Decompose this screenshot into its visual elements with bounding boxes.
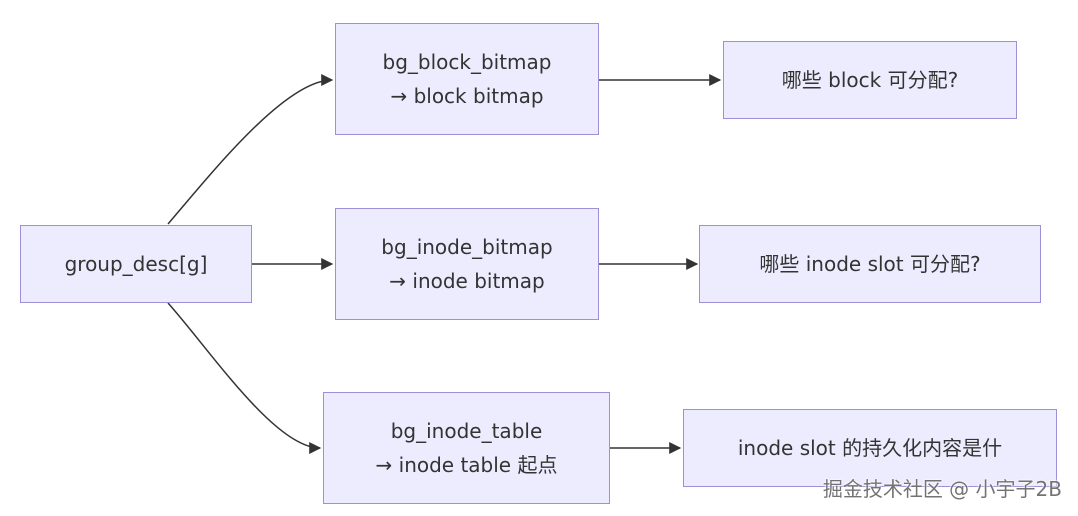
node-question-block-label: 哪些 block 可分配?: [781, 68, 959, 92]
node-inode-bitmap-line1: bg_inode_bitmap: [381, 235, 553, 259]
node-inode-table: bg_inode_table → inode table 起点: [323, 392, 610, 504]
node-question-persist: inode slot 的持久化内容是什: [683, 409, 1057, 487]
node-question-inode-slot-label: 哪些 inode slot 可分配?: [759, 252, 981, 276]
node-question-block: 哪些 block 可分配?: [723, 41, 1017, 119]
watermark: 掘金技术社区 @ 小宇子2B: [822, 477, 1062, 501]
node-inode-table-line1: bg_inode_table: [390, 419, 543, 443]
node-block-bitmap-line2: → block bitmap: [390, 84, 544, 108]
node-block-bitmap-line1: bg_block_bitmap: [382, 50, 552, 74]
node-inode-table-line2: → inode table 起点: [375, 453, 558, 477]
edge-group-to-inode-table: [167, 302, 322, 454]
node-block-bitmap: bg_block_bitmap → block bitmap: [335, 23, 599, 135]
node-question-inode-slot: 哪些 inode slot 可分配?: [699, 225, 1041, 303]
node-inode-bitmap-line2: → inode bitmap: [389, 269, 545, 293]
node-group-desc-label: group_desc[g]: [64, 252, 208, 276]
node-inode-bitmap: bg_inode_bitmap → inode bitmap: [335, 208, 599, 320]
edge-group-to-block-bitmap: [167, 74, 334, 225]
node-question-persist-label: inode slot 的持久化内容是什: [737, 436, 1003, 460]
node-group-desc: group_desc[g]: [20, 225, 252, 303]
